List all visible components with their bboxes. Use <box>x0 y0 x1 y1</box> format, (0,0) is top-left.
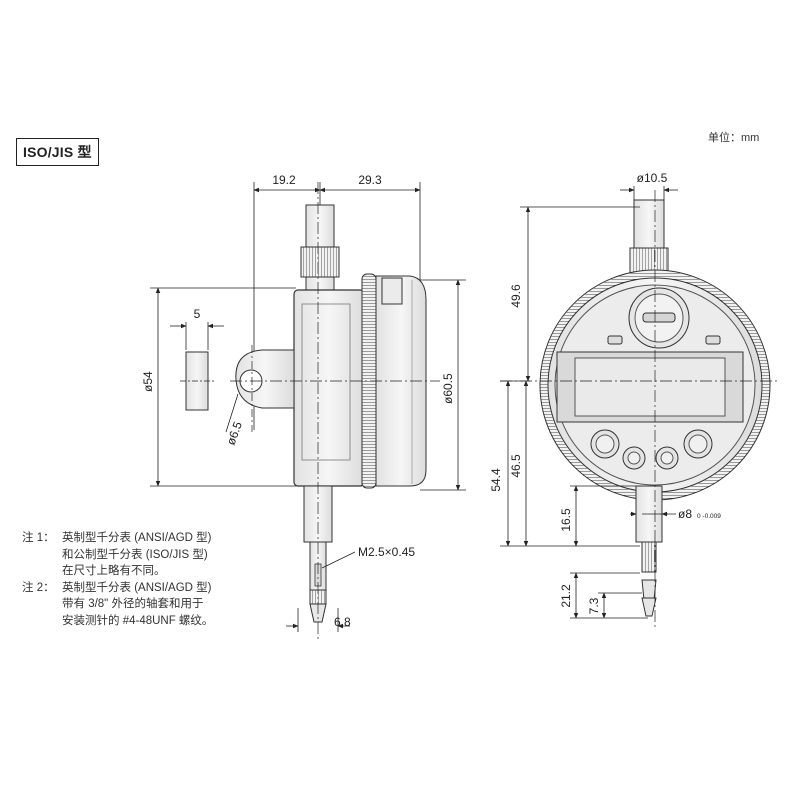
dim-phi-8-tolerance: 0 -0.009 <box>697 513 721 520</box>
dim-29-3: 29.3 <box>358 173 382 187</box>
dim-49-6: 49.6 <box>509 284 523 308</box>
dim-phi-60-5: ø60.5 <box>441 373 455 404</box>
front-view <box>500 186 780 630</box>
dim-7-3: 7.3 <box>587 597 601 614</box>
dim-phi-6-5: ø6.5 <box>224 419 245 447</box>
dim-phi-54: ø54 <box>141 371 155 392</box>
dim-21-2: 21.2 <box>559 584 573 608</box>
dim-46-5: 46.5 <box>509 454 523 478</box>
notes: 注 1： 英制型千分表 (ANSI/AGD 型) 和公制型千分表 (ISO/JI… <box>22 530 213 629</box>
unit-label: 单位：mm <box>708 132 760 144</box>
note-1-key: 注 1： <box>22 532 55 544</box>
note-1-line: 在尺寸上略有不同。 <box>62 565 166 577</box>
dim-phi-8: ø8 <box>678 507 692 521</box>
dim-6-8: 6.8 <box>334 615 351 629</box>
dim-54-4: 54.4 <box>489 468 503 492</box>
dim-19-2: 19.2 <box>272 173 296 187</box>
note-2: 注 2： 英制型千分表 (ANSI/AGD 型) 带有 3/8" 外径的轴套和用… <box>22 580 213 630</box>
dim-phi-10-5: ø10.5 <box>637 171 668 185</box>
type-badge: ISO/JIS 型 <box>16 138 99 166</box>
note-1-line: 英制型千分表 (ANSI/AGD 型) <box>62 532 212 544</box>
side-view <box>150 182 466 640</box>
note-2-line: 带有 3/8" 外径的轴套和用于 <box>62 598 204 610</box>
dim-thread: M2.5×0.45 <box>358 545 415 559</box>
note-2-line: 安装测针的 #4-48UNF 螺纹。 <box>62 614 214 627</box>
note-1-line: 和公制型千分表 (ISO/JIS 型) <box>62 548 208 561</box>
note-1: 注 1： 英制型千分表 (ANSI/AGD 型) 和公制型千分表 (ISO/JI… <box>22 530 213 580</box>
dim-lug-5: 5 <box>194 307 201 321</box>
dim-16-5: 16.5 <box>559 508 573 532</box>
note-2-key: 注 2： <box>22 581 55 594</box>
note-2-line: 英制型千分表 (ANSI/AGD 型) <box>62 581 212 594</box>
